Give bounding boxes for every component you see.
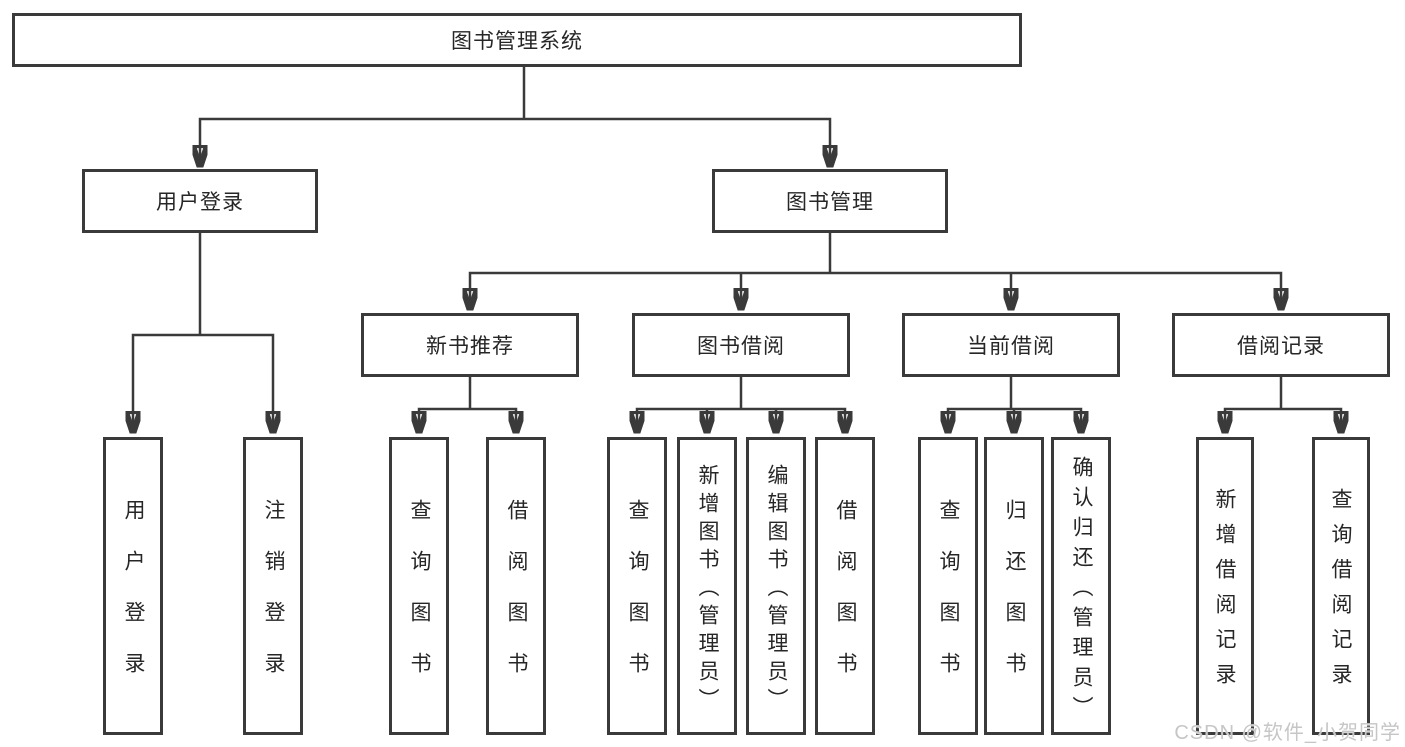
node-new-book-recommend: 新书推荐 xyxy=(361,313,579,377)
node-book-borrow: 图书借阅 xyxy=(632,313,850,377)
leaf-add-books-admin: 新增图书（管理员） xyxy=(677,437,737,735)
leaf-return-books: 归还图书 xyxy=(984,437,1044,735)
connector-level3-bar xyxy=(470,271,1281,308)
csdn-watermark: CSDN @软件_小贺同学 xyxy=(1174,722,1401,744)
node-current-borrow: 当前借阅 xyxy=(902,313,1120,377)
connector-level2-bar xyxy=(200,117,830,165)
leaf-query-books-current: 查询图书 xyxy=(918,437,978,735)
leaf-user-login: 用户登录 xyxy=(103,437,163,735)
leaf-add-borrow-record: 新增借阅记录 xyxy=(1196,437,1254,735)
connector-records-bar xyxy=(1225,407,1341,431)
leaf-edit-books-admin: 编辑图书（管理员） xyxy=(746,437,806,735)
connector-current-bar xyxy=(948,407,1081,431)
leaf-query-books-borrow: 查询图书 xyxy=(607,437,667,735)
connector-user-login-bar xyxy=(133,333,273,431)
leaf-query-borrow-record: 查询借阅记录 xyxy=(1312,437,1370,735)
connector-borrow-bar xyxy=(637,407,845,431)
leaf-query-books-recommend: 查询图书 xyxy=(389,437,449,735)
leaf-borrow-books-recommend: 借阅图书 xyxy=(486,437,546,735)
node-borrow-records: 借阅记录 xyxy=(1172,313,1390,377)
leaf-borrow-books: 借阅图书 xyxy=(815,437,875,735)
connector-recommend-bar xyxy=(419,407,516,431)
node-book-management: 图书管理 xyxy=(712,169,948,233)
node-user-login: 用户登录 xyxy=(82,169,318,233)
leaf-confirm-return-admin: 确认归还（管理员） xyxy=(1051,437,1111,735)
node-library-management-system: 图书管理系统 xyxy=(12,13,1022,67)
leaf-logout: 注销登录 xyxy=(243,437,303,735)
